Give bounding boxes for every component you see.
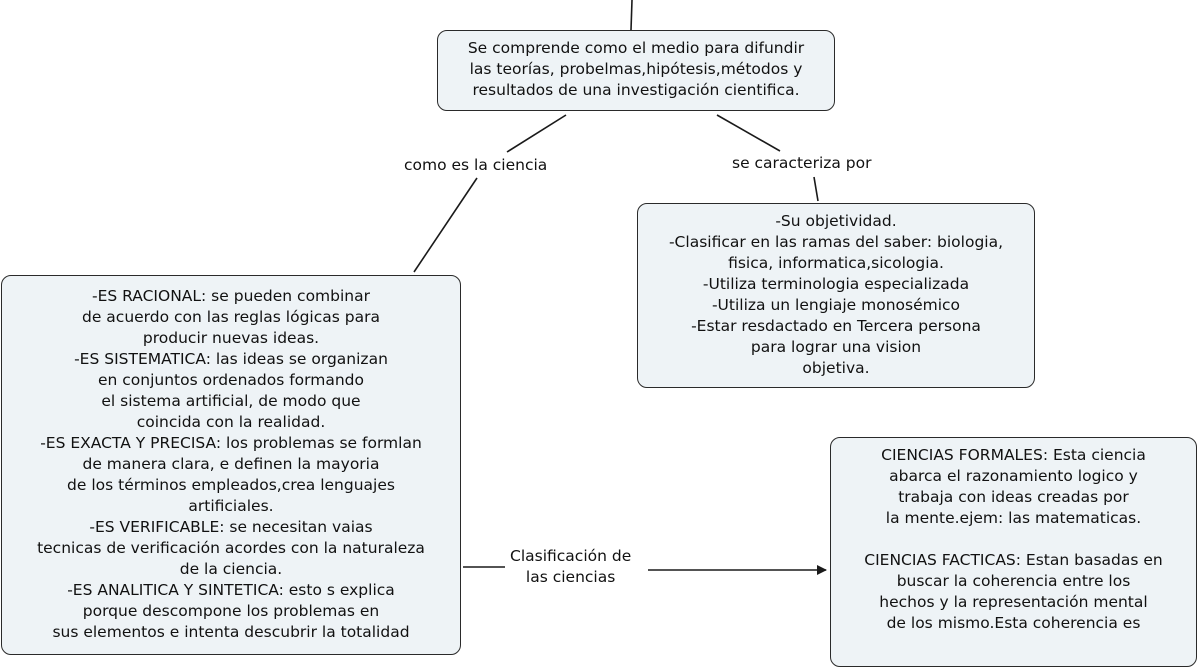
text-line: trabaja con ideas creadas por <box>898 488 1129 506</box>
text-line: para lograr una vision <box>750 338 922 356</box>
text-line: de acuerdo con las reglas lógicas para <box>82 308 380 326</box>
text-line: producir nuevas ideas. <box>142 329 320 347</box>
connector-incoming-top <box>630 0 633 31</box>
text-line: en conjuntos ordenados formando <box>97 371 365 389</box>
text-line: sus elementos e intenta descubrir la tot… <box>52 623 410 641</box>
text-line: coincida con la realidad. <box>136 413 326 431</box>
text-line: de manera clara, e definen la mayoria <box>82 455 380 473</box>
text-line: de los términos empleados,crea lenguajes <box>67 476 395 494</box>
text-line: el sistema artificial, de modo que <box>101 392 361 410</box>
text-line: abarca el razonamiento logico y <box>889 467 1138 485</box>
text-line: porque descompone los problemas en <box>82 602 380 620</box>
text-line: tecnicas de verificación acordes con la … <box>37 539 425 557</box>
concept-node-science-traits[interactable]: -ES RACIONAL: se pueden combinar de acuer… <box>1 275 461 655</box>
text-line: -Su objetividad. <box>775 212 897 230</box>
text-line: las teorías, probelmas,hipótesis,métodos… <box>469 60 803 78</box>
text-line: de los mismo.Esta coherencia es <box>886 614 1141 632</box>
text-line: buscar la coherencia entre los <box>896 572 1131 590</box>
text-line: -Estar resdactado en Tercera persona <box>691 317 981 335</box>
link-label-se-caracteriza-por: se caracteriza por <box>728 153 876 174</box>
text-line: como es la ciencia <box>404 156 548 174</box>
text-line: -Utiliza terminologia especializada <box>702 275 970 293</box>
text-line: -ES RACIONAL: se pueden combinar <box>91 287 370 305</box>
connector-lines <box>413 0 827 575</box>
text-line: artificiales. <box>188 497 274 515</box>
text-line: resultados de una investigación cientifi… <box>472 81 800 99</box>
text-line: CIENCIAS FACTICAS: Estan basadas en <box>864 551 1163 569</box>
text-line: -Clasificar en las ramas del saber: biol… <box>668 233 1004 251</box>
concept-node-definition[interactable]: Se comprende como el medio para difundir… <box>437 30 835 111</box>
connector-top-to-caracteriza <box>716 114 781 152</box>
text-line: -ES EXACTA Y PRECISA: los problemas se f… <box>40 434 422 452</box>
connector-ciencia-to-left <box>413 177 478 273</box>
text-line: objetiva. <box>802 359 870 377</box>
text-line: CIENCIAS FORMALES: Esta ciencia <box>881 446 1146 464</box>
text-line: Se comprende como el medio para difundir <box>467 39 805 57</box>
concept-node-characteristics[interactable]: -Su objetividad. -Clasificar en las ramas… <box>637 203 1035 388</box>
concept-node-science-types[interactable]: CIENCIAS FORMALES: Esta ciencia abarca el… <box>830 437 1197 667</box>
text-line: -ES VERIFICABLE: se necesitan vaias <box>89 518 373 536</box>
text-line: la mente.ejem: las matematicas. <box>885 509 1142 527</box>
text-line: -ES SISTEMATICA: las ideas se organizan <box>74 350 388 368</box>
text-line: Clasificación de <box>510 547 632 565</box>
connector-caracteriza-to-right <box>813 176 819 202</box>
text-line: hechos y la representación mental <box>879 593 1148 611</box>
text-line: las ciencias <box>525 568 616 586</box>
link-label-clasificacion-de-las-ciencias: Clasificación de las ciencias <box>506 546 636 588</box>
text-line <box>831 529 1196 550</box>
text-line: se caracteriza por <box>732 154 872 172</box>
link-label-como-es-la-ciencia: como es la ciencia <box>400 155 552 176</box>
text-line: -ES ANALITICA Y SINTETICA: esto s explic… <box>67 581 395 599</box>
text-line: -Utiliza un lengiaje monosémico <box>711 296 961 314</box>
connector-top-to-ciencia <box>506 114 567 153</box>
text-line: fisica, informatica,sicologia. <box>728 254 944 272</box>
text-line: de la ciencia. <box>179 560 283 578</box>
